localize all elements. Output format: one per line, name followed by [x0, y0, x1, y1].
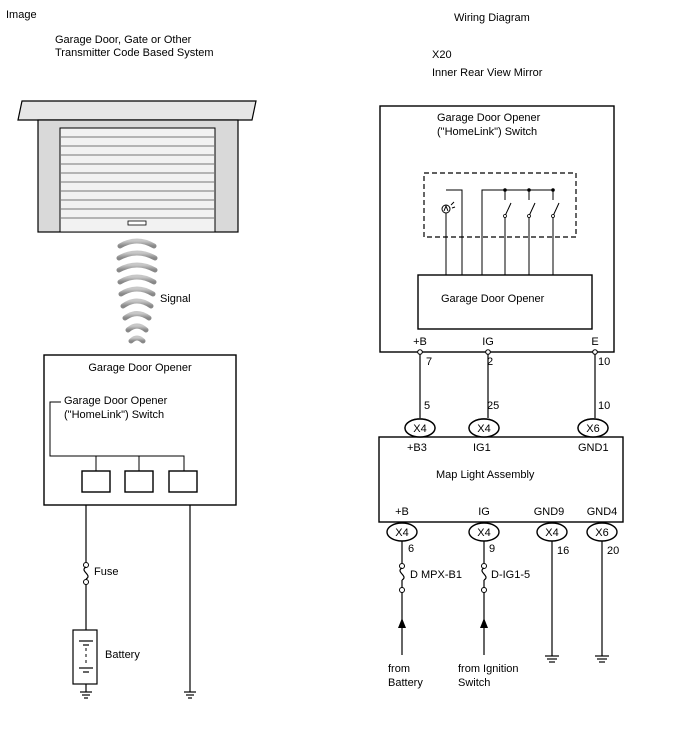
system-title-line2: Transmitter Code Based System [55, 47, 214, 59]
pin-number-16: 16 [557, 545, 569, 557]
connector-x4-d-label: X4 [477, 527, 490, 539]
map-light-label: Map Light Assembly [436, 469, 535, 481]
pin-name-plus-b: +B [413, 336, 427, 348]
signal-wave-icon [116, 238, 158, 344]
pin-name-ig-bottom: IG [478, 506, 490, 518]
ground-icon [595, 655, 609, 663]
switch-contact-icon [551, 188, 560, 275]
switch-area [423, 172, 577, 238]
signal-label: Signal [160, 293, 191, 305]
map-light-assembly-box [378, 436, 624, 523]
pin-name-plus-b3-top: +B3 [407, 442, 427, 454]
pin-number-10-x6: 10 [598, 400, 610, 412]
pin-number-2: 2 [487, 356, 493, 368]
connector-code: X20 [432, 49, 452, 61]
opener-module-label: Garage Door Opener [441, 293, 545, 305]
fuse-d-mpx-b1-label: D MPX-B1 [410, 569, 462, 581]
from-battery-line1: from [388, 663, 410, 675]
switch-button-3 [168, 470, 198, 493]
switch-button-2 [124, 470, 154, 493]
pin-number-25: 25 [487, 400, 499, 412]
pin-name-gnd1-top: GND1 [578, 442, 609, 454]
connector-x6-b-label: X6 [595, 527, 608, 539]
fuse-label: Fuse [94, 566, 118, 578]
connector-x4-c-label: X4 [395, 527, 408, 539]
wiring-heading: Wiring Diagram [454, 12, 530, 24]
switch-button-1 [81, 470, 111, 493]
connector-name: Inner Rear View Mirror [432, 67, 543, 79]
fuse-icon [399, 563, 405, 593]
opener-title: Garage Door Opener [88, 362, 192, 374]
ground-icon [184, 691, 196, 699]
from-ignition-line2: Switch [458, 677, 490, 689]
arrow-up-icon [480, 618, 488, 628]
switch-contact-icon [527, 188, 536, 275]
pin-name-ig: IG [482, 336, 494, 348]
pin-number-10: 10 [598, 356, 610, 368]
switch-contact-icon [503, 188, 512, 275]
pin-number-7: 7 [426, 356, 432, 368]
pin-name-e: E [591, 336, 598, 348]
arrow-up-icon [398, 618, 406, 628]
mirror-switch-line1: Garage Door Opener [437, 112, 541, 124]
connector-x4-e-label: X4 [545, 527, 558, 539]
battery-icon [72, 629, 98, 685]
pin-number-6: 6 [408, 543, 414, 555]
from-battery-line2: Battery [388, 677, 423, 689]
switch-label-line2: ("HomeLink") Switch [64, 409, 164, 421]
pin-number-9: 9 [489, 543, 495, 555]
from-ignition-line1: from Ignition [458, 663, 519, 675]
mirror-switch-line2: ("HomeLink") Switch [437, 126, 537, 138]
system-title-line1: Garage Door, Gate or Other [55, 34, 192, 46]
battery-label: Battery [105, 649, 140, 661]
connector-x4-b-label-top: X4 [477, 423, 490, 435]
garage-door-opener-module [417, 274, 593, 330]
switch-label-line1: Garage Door Opener [64, 395, 168, 407]
fuse-icon [83, 562, 89, 585]
indicator-light-icon [441, 201, 456, 214]
garage-icon [17, 100, 257, 233]
image-heading: Image [6, 9, 37, 21]
connector-x4-a-label-top: X4 [413, 423, 426, 435]
ground-icon [80, 691, 92, 699]
fuse-d-ig1-5-label: D-IG1-5 [491, 569, 530, 581]
pin-name-gnd9: GND9 [534, 506, 565, 518]
ground-icon [545, 655, 559, 663]
pin-name-gnd4: GND4 [587, 506, 618, 518]
pin-number-20: 20 [607, 545, 619, 557]
fuse-icon [481, 563, 487, 593]
pin-number-5: 5 [424, 400, 430, 412]
pin-name-plus-b-bottom: +B [395, 506, 409, 518]
pin-name-ig1-top: IG1 [473, 442, 491, 454]
connector-x6-a-label-top: X6 [586, 423, 599, 435]
